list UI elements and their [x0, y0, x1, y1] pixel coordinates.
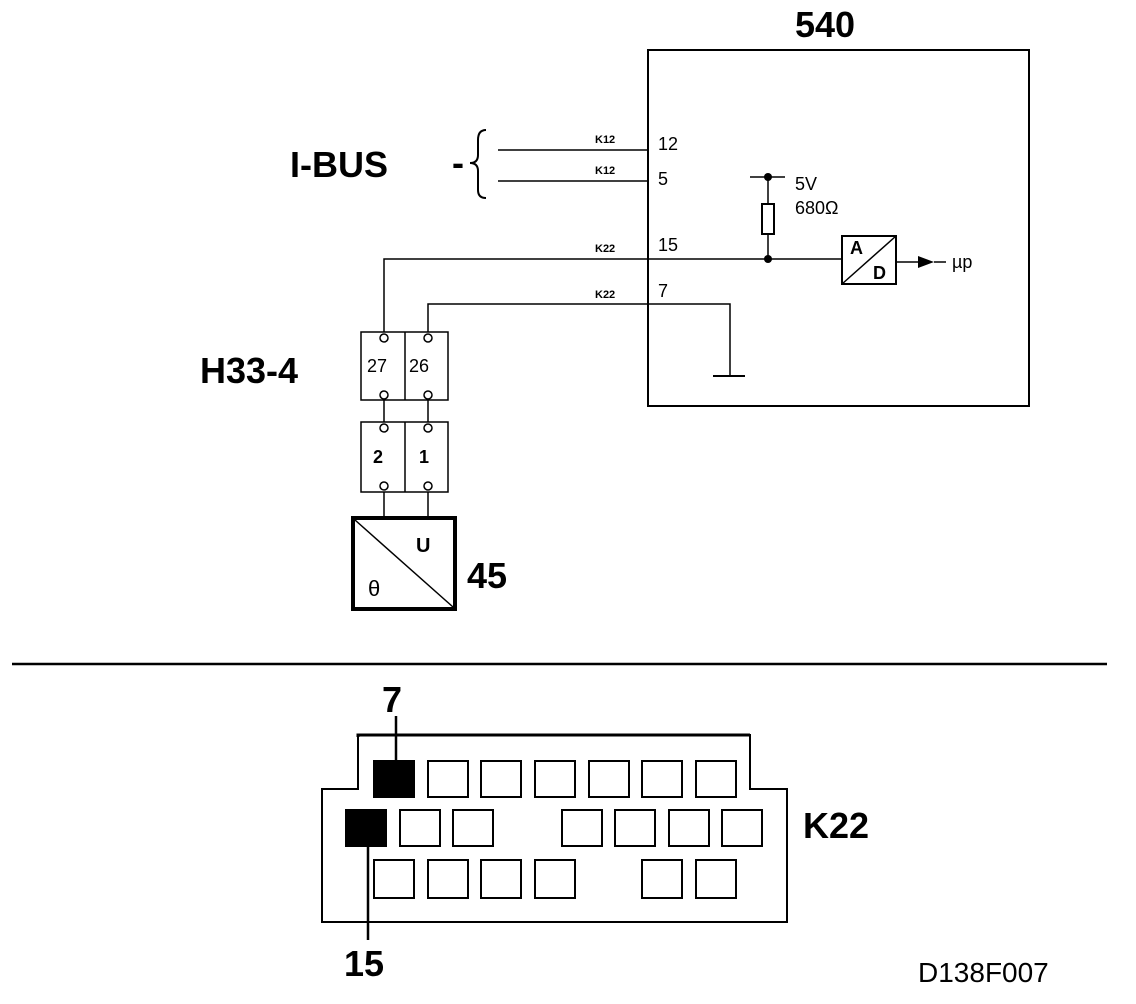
- pin-7-callout: 7: [382, 679, 402, 720]
- sensor-u: U: [416, 535, 430, 557]
- control-module-box: [647, 49, 1030, 407]
- pin-15-callout: 15: [344, 943, 384, 984]
- connector-terminal: [379, 481, 389, 491]
- k22-cavity: [721, 809, 763, 847]
- connector-h33-label: H33-4: [200, 350, 298, 391]
- k22-connector-label: K22: [803, 805, 869, 846]
- k22-cavity: [641, 859, 683, 899]
- connector-terminal: [423, 423, 433, 433]
- connector-terminal: [423, 481, 433, 491]
- pin-number: 7: [658, 281, 668, 301]
- sensor-theta: θ: [368, 576, 380, 601]
- pin-number: 12: [658, 134, 678, 154]
- k22-cavity: [480, 859, 522, 899]
- pin-connector-label: K12: [595, 134, 615, 146]
- sensor-pin-number: 2: [373, 447, 383, 467]
- k22-cavity: [614, 809, 656, 847]
- pin-number: 5: [658, 169, 668, 189]
- supply-voltage: 5V: [795, 174, 817, 194]
- sensor-label: 45: [467, 555, 507, 596]
- processor-label: µp: [952, 252, 972, 272]
- resistor-icon: [761, 203, 775, 235]
- k22-connector-top-edge: [356, 733, 750, 737]
- k22-cavity: [588, 760, 630, 798]
- ibus-dash: -: [452, 142, 464, 183]
- k22-cavity: [561, 809, 603, 847]
- k22-cavity: [534, 760, 576, 798]
- ibus-brace: [469, 129, 487, 199]
- connector-terminal: [379, 390, 389, 400]
- pin-connector-label: K22: [595, 243, 615, 255]
- k22-cavity: [534, 859, 576, 899]
- k22-cavity: [668, 809, 710, 847]
- k22-cavity: [695, 859, 737, 899]
- signal-junction: [764, 255, 772, 263]
- ad-converter-diagonal: [841, 235, 897, 285]
- ground-wire-7: [427, 303, 731, 376]
- k22-cavity: [480, 760, 522, 798]
- connector-pin-number: 27: [367, 356, 387, 376]
- k22-pin-7-highlighted: [373, 760, 415, 798]
- arrow-right-icon: [918, 256, 934, 268]
- sensor-pin-number: 1: [419, 447, 429, 467]
- connector-terminal: [379, 423, 389, 433]
- k22-cavity: [373, 859, 415, 899]
- connector-terminal: [423, 390, 433, 400]
- k22-pin-15-highlighted: [345, 809, 387, 847]
- k22-cavity: [427, 859, 469, 899]
- k22-cavity: [641, 760, 683, 798]
- connector-terminal: [423, 333, 433, 343]
- pin-number: 15: [658, 235, 678, 255]
- ibus-label: I-BUS: [290, 144, 388, 185]
- connector-terminal: [379, 333, 389, 343]
- k22-cavity: [452, 809, 494, 847]
- k22-cavity: [399, 809, 441, 847]
- connector-pin-number: 26: [409, 356, 429, 376]
- k22-cavity: [427, 760, 469, 798]
- resistor-value: 680Ω: [795, 198, 839, 218]
- pin-connector-label: K22: [595, 289, 615, 301]
- pin-connector-label: K12: [595, 165, 615, 177]
- temperature-sensor-diagonal: [354, 519, 454, 608]
- k22-cavity: [695, 760, 737, 798]
- ad-converter-a: A: [850, 238, 863, 258]
- signal-wire-15: [383, 258, 842, 332]
- module-label: 540: [795, 4, 855, 45]
- figure-code: D138F007: [918, 957, 1049, 988]
- ad-converter-d: D: [873, 263, 886, 283]
